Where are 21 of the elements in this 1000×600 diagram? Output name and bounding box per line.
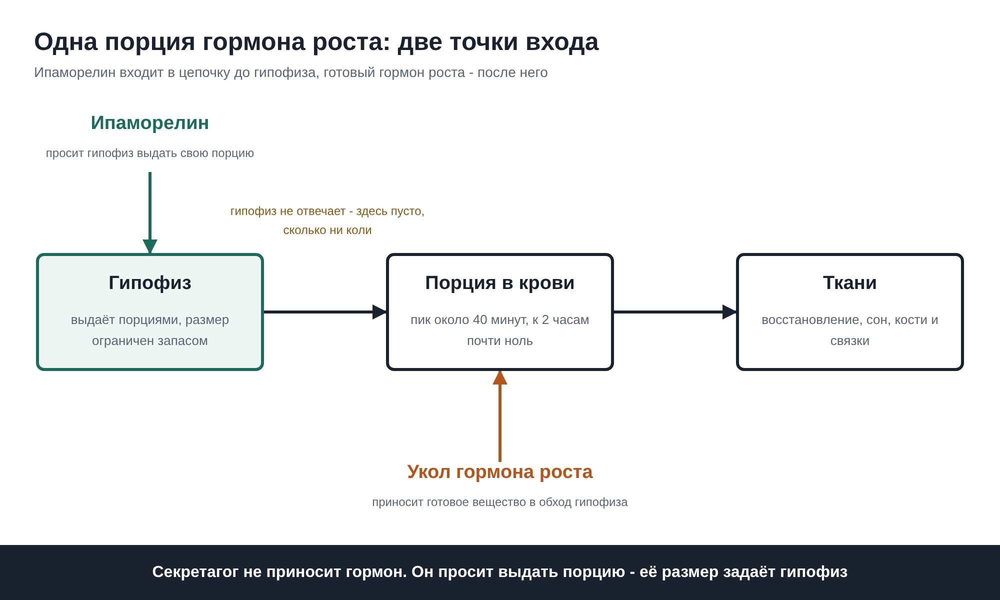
node-heading: Ткани (822, 273, 878, 295)
process-box (36, 253, 264, 371)
node-heading: Укол гормона роста (407, 462, 593, 484)
title: Одна порция гормона роста: две точки входа (34, 28, 599, 57)
node-description: восстановление, сон, кости и связки (760, 311, 940, 350)
node-heading: Гипофиз (108, 273, 192, 295)
footer-banner: Секретагог не приносит гормон. Он просит выдать порцию - её размер задаёт гипофиз (0, 545, 1000, 600)
arrow (142, 172, 158, 254)
process-box (386, 253, 614, 371)
node-heading: Порция в крови (425, 273, 575, 295)
node-description: пик около 40 минут, к 2 часам почти ноль (410, 311, 590, 350)
arrow (614, 304, 738, 320)
arrow (492, 370, 508, 462)
node-description: выдаёт порциями, размер ограничен запасом (70, 311, 230, 350)
process-box (736, 253, 964, 371)
node-description: просит гипофиз выдать свою порцию (46, 145, 254, 162)
arrow (264, 304, 388, 320)
subtitle: Ипаморелин входит в цепочку до гипофиза, готовый гормон роста - после него (34, 64, 548, 80)
node-description: приносит готовое вещество в обход гипофиза (372, 494, 628, 511)
node-heading: Ипаморелин (90, 113, 210, 135)
note: гипофиз не отвечает - здесь пусто, сколько ни коли (229, 203, 426, 239)
